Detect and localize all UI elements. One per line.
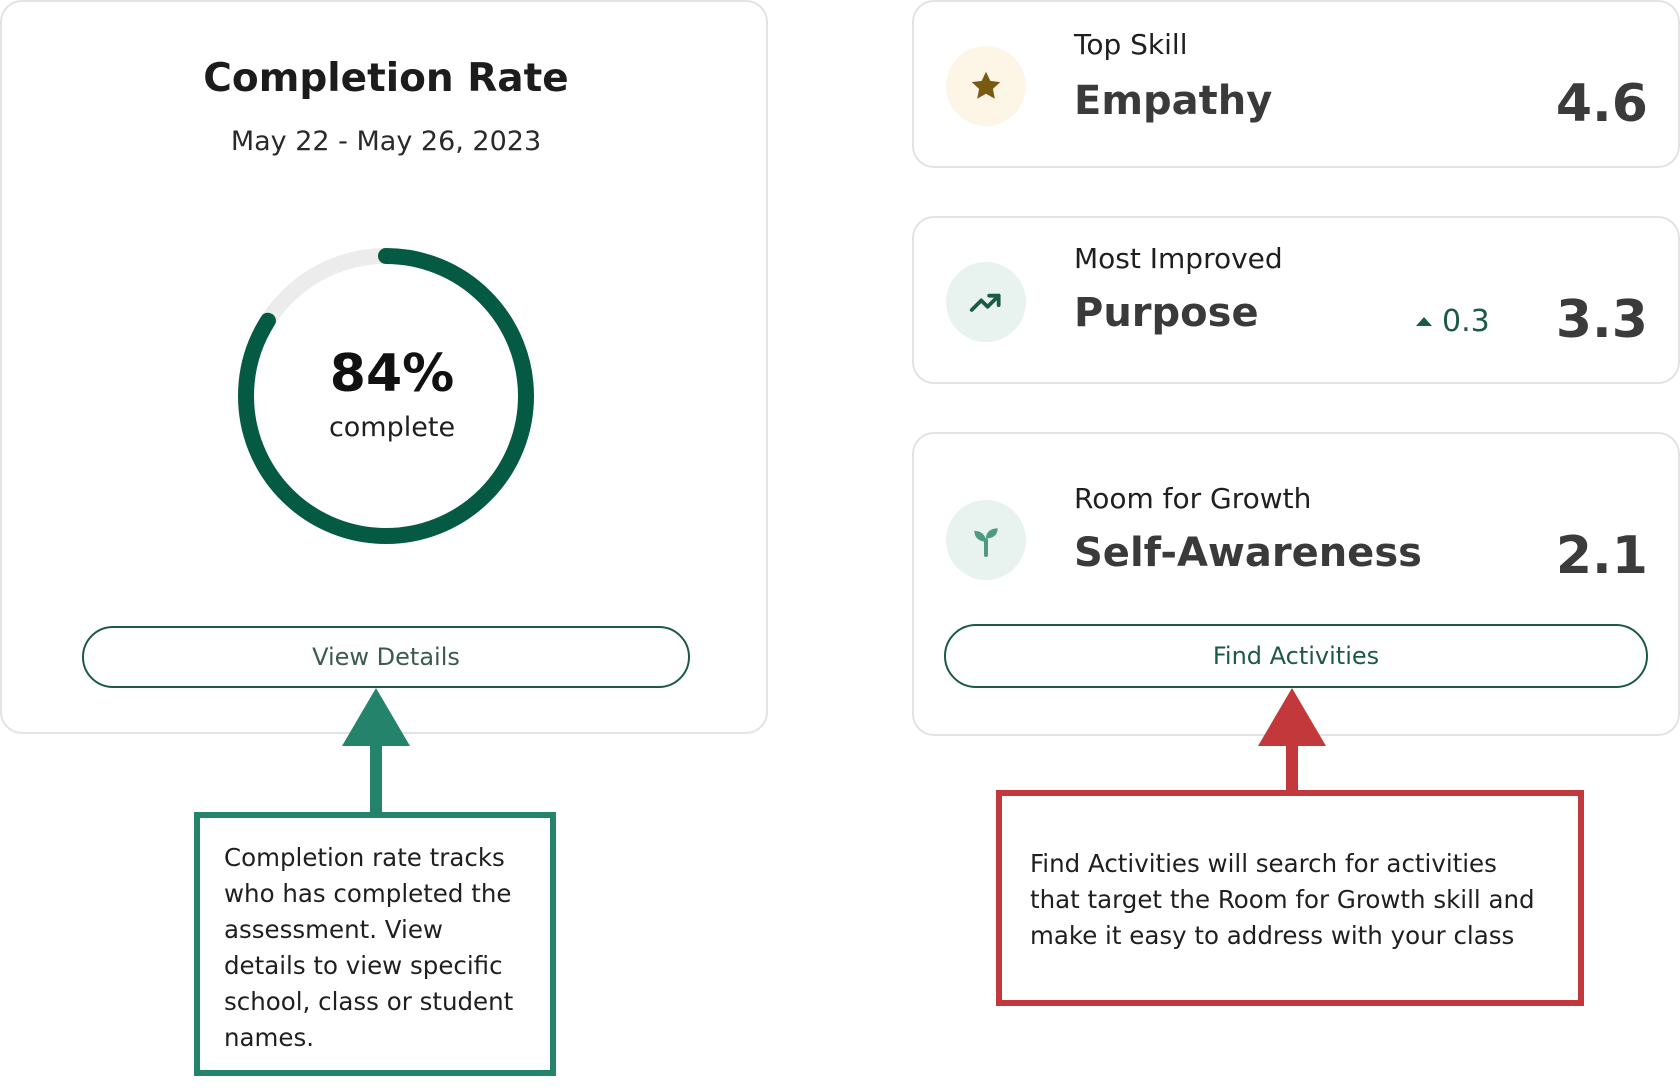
delta-value: 0.3 bbox=[1442, 304, 1490, 339]
skill-label: Top Skill bbox=[1074, 28, 1188, 61]
room-for-growth-card: Room for Growth Self-Awareness 2.1 Find … bbox=[912, 432, 1680, 736]
card-title: Completion Rate bbox=[203, 56, 569, 101]
improvement-delta: 0.3 bbox=[1416, 304, 1490, 339]
sprout-icon bbox=[946, 500, 1026, 580]
find-note-arrow bbox=[1258, 688, 1326, 794]
skill-score: 4.6 bbox=[1555, 74, 1648, 134]
find-activities-annotation-note: Find Activities will search for activiti… bbox=[996, 790, 1584, 1006]
star-icon bbox=[946, 46, 1026, 126]
skill-score: 3.3 bbox=[1555, 290, 1648, 350]
find-activities-button[interactable]: Find Activities bbox=[944, 624, 1648, 688]
progress-arc bbox=[238, 248, 534, 544]
skill-label: Room for Growth bbox=[1074, 482, 1312, 515]
most-improved-card: Most Improved Purpose 0.3 3.3 bbox=[912, 216, 1680, 384]
date-range: May 22 - May 26, 2023 bbox=[230, 126, 542, 157]
completion-percent: 84% bbox=[329, 344, 455, 404]
completion-note-arrow bbox=[342, 688, 410, 816]
skill-label: Most Improved bbox=[1074, 242, 1283, 275]
skill-name: Self-Awareness bbox=[1074, 530, 1422, 576]
skill-name: Empathy bbox=[1074, 78, 1273, 124]
completion-progress-ring bbox=[238, 248, 534, 544]
top-skill-card: Top Skill Empathy 4.6 bbox=[912, 0, 1680, 168]
trending-up-icon bbox=[946, 262, 1026, 342]
completion-rate-card: Completion Rate May 22 - May 26, 2023 84… bbox=[0, 0, 768, 734]
view-details-button[interactable]: View Details bbox=[82, 626, 690, 688]
caret-up-icon bbox=[1416, 317, 1432, 326]
skill-score: 2.1 bbox=[1555, 526, 1648, 586]
completion-annotation-note: Completion rate tracks who has completed… bbox=[194, 812, 556, 1076]
completion-sub-label: complete bbox=[328, 412, 456, 443]
skill-name: Purpose bbox=[1074, 290, 1259, 336]
